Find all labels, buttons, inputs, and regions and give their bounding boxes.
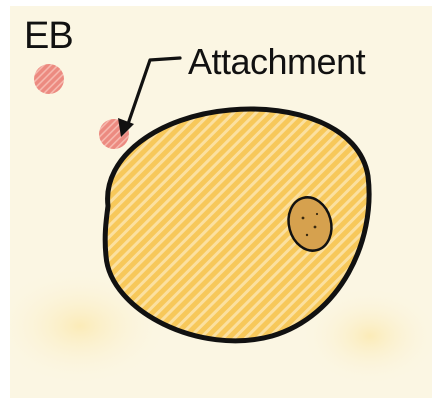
diagram-panel: EB Attachment [10, 6, 432, 398]
eb-label: EB [24, 17, 73, 55]
elementary-body-free [34, 64, 64, 94]
attachment-label: Attachment [188, 44, 365, 80]
